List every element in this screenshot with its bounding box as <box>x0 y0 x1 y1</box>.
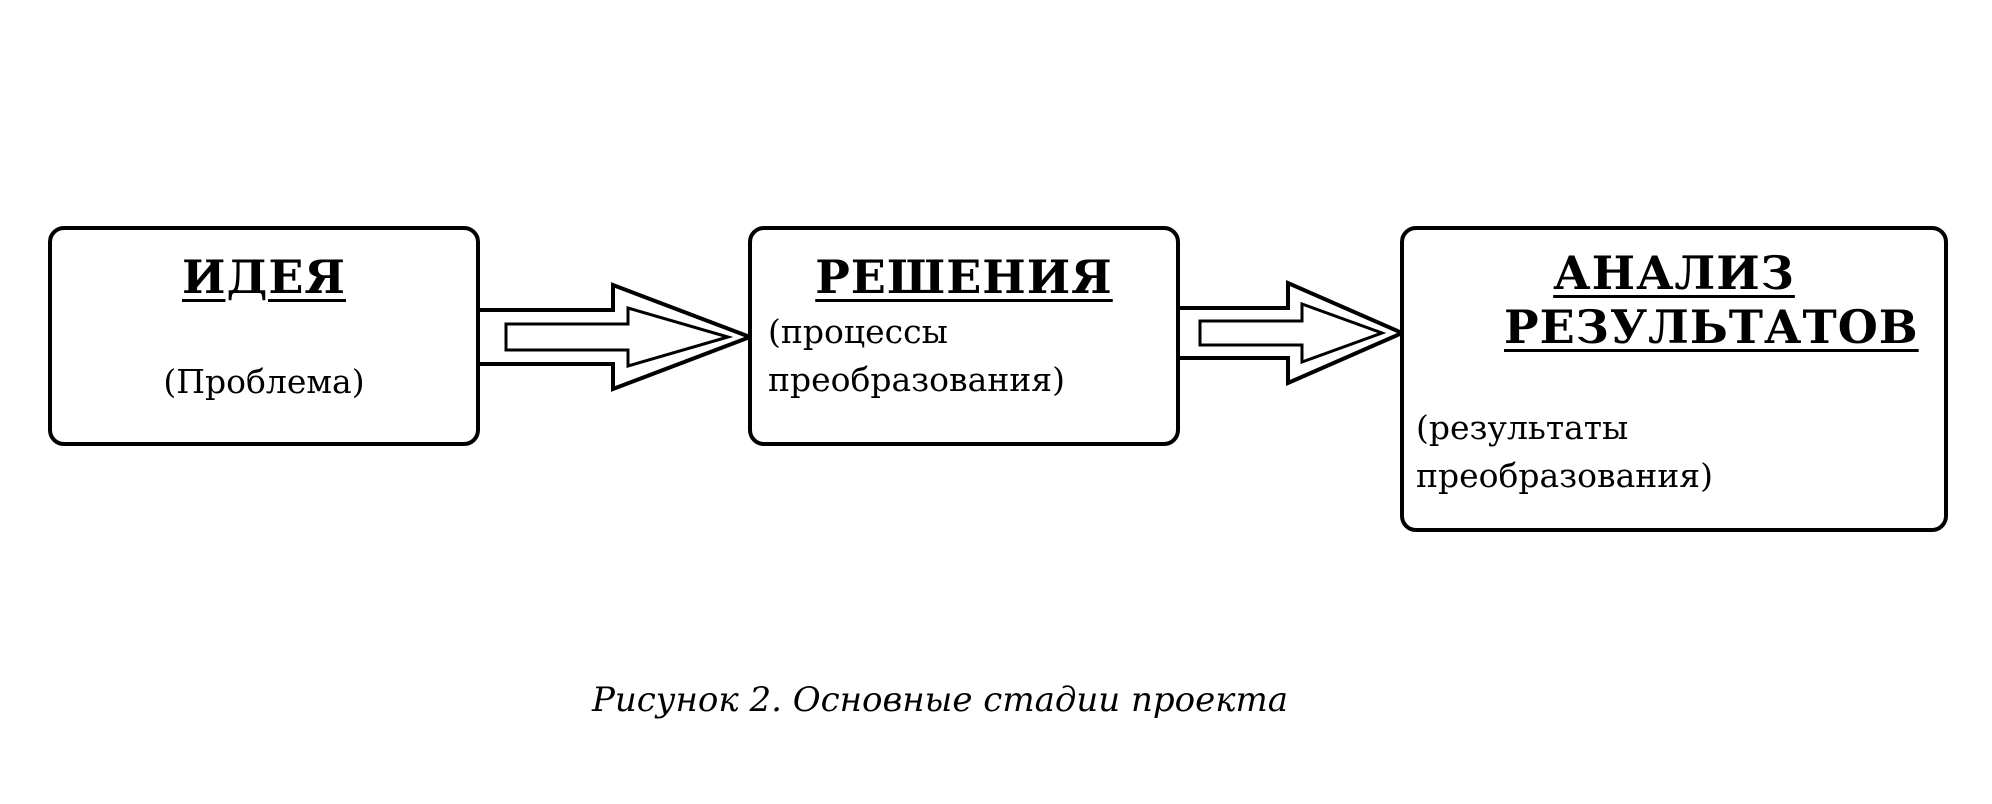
stage-title-analysis-line2: РЕЗУЛЬТАТОВ <box>1504 300 1919 354</box>
arrow-icon <box>476 282 756 392</box>
arrow-icon <box>1176 279 1407 387</box>
figure-caption: Рисунок 2. Основные стадии проекта <box>591 680 1289 720</box>
stage-box-analysis: АНАЛИЗ РЕЗУЛЬТАТОВ (результаты преобразо… <box>1400 226 1948 532</box>
stage-subtitle-idea: (Проблема) <box>163 362 365 401</box>
stage-title-idea: ИДЕЯ <box>182 250 346 304</box>
stage-subtitle-analysis: (результаты преобразования) <box>1416 408 1713 495</box>
stage-title-analysis-line1: АНАЛИЗ <box>1553 246 1795 300</box>
stage-box-idea: ИДЕЯ (Проблема) <box>48 226 480 446</box>
stage-title-solutions: РЕШЕНИЯ <box>815 250 1113 304</box>
stage-box-solutions: РЕШЕНИЯ (процессы преобразования) <box>748 226 1180 446</box>
stage-subtitle-solutions: (процессы преобразования) <box>768 312 1065 399</box>
